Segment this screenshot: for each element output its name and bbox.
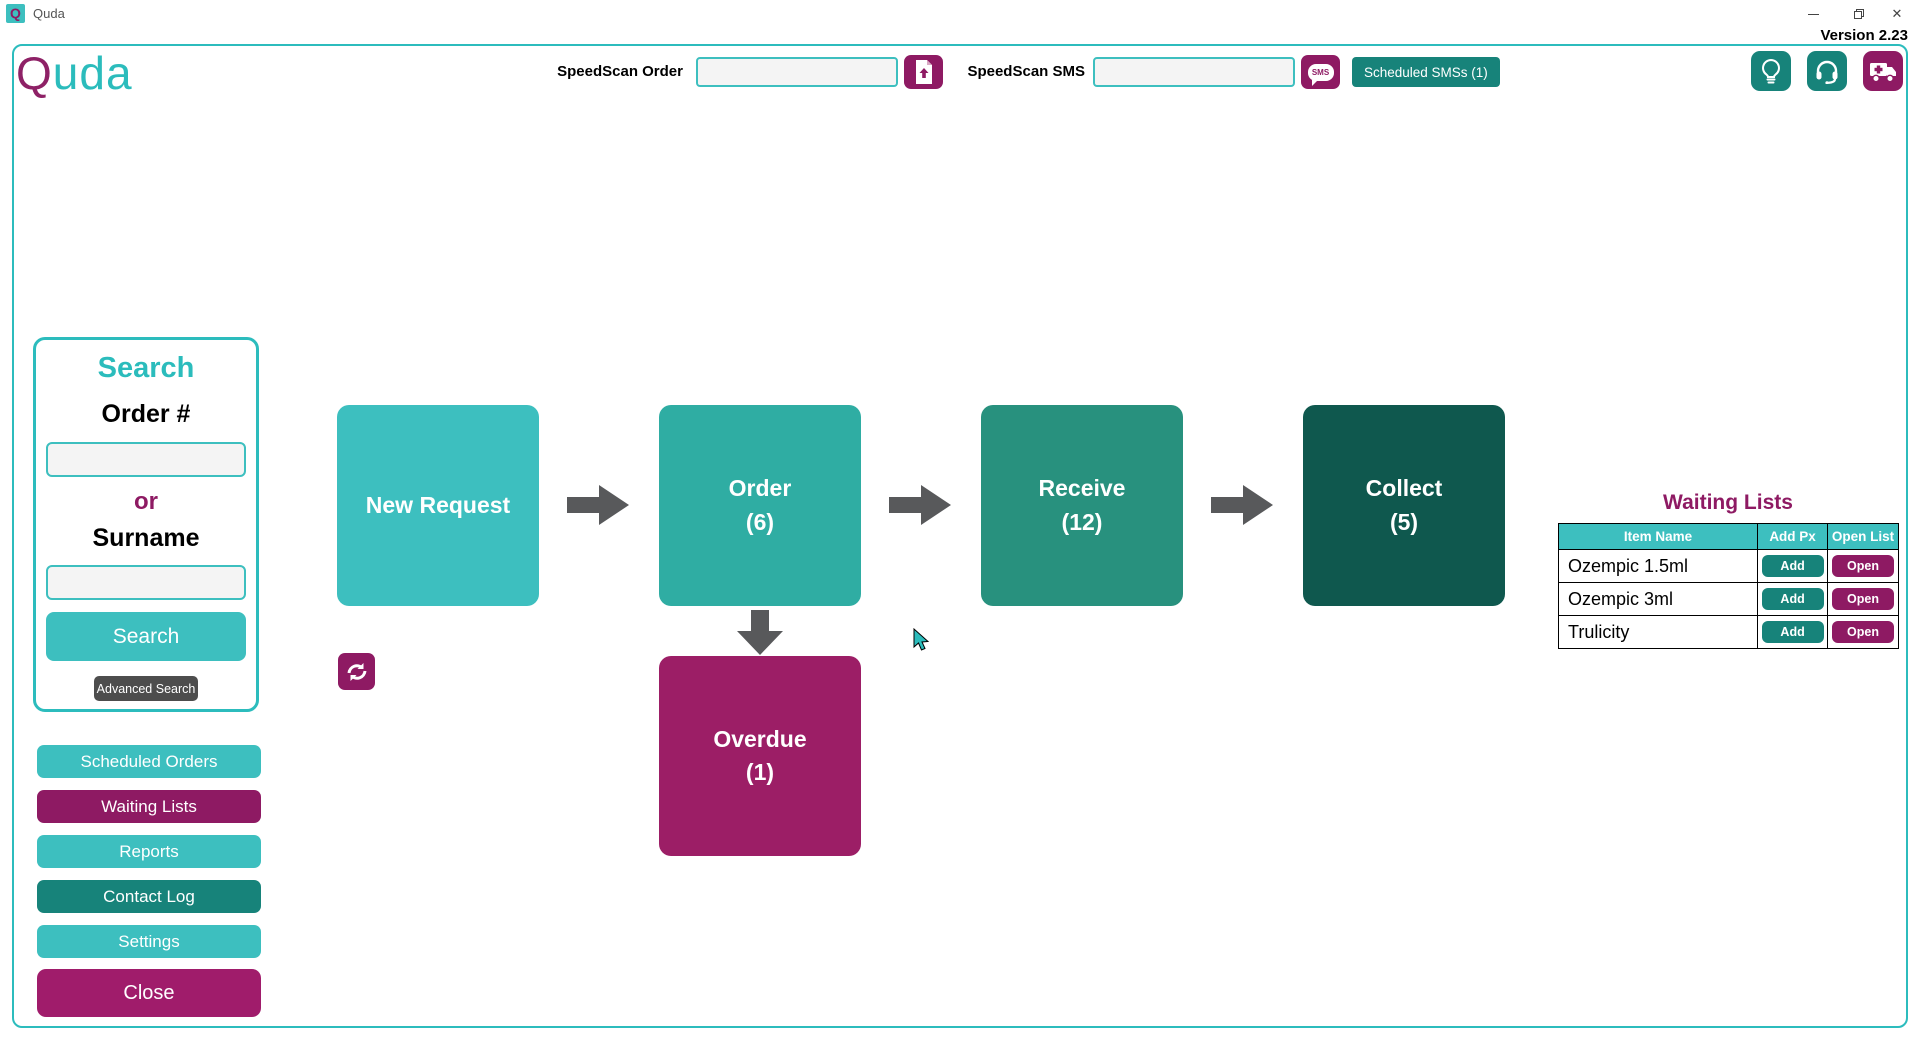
logo-q: Q	[16, 47, 53, 99]
open-list-button[interactable]: Open	[1832, 588, 1895, 610]
sidebar-item-waiting-lists[interactable]: Waiting Lists	[37, 790, 261, 823]
column-header-item-name: Item Name	[1557, 523, 1759, 550]
headset-icon	[1816, 60, 1838, 84]
flow-box-label: Receive	[1038, 475, 1126, 502]
waiting-lists-title: Waiting Lists	[1663, 491, 1793, 514]
flow-arrow-right-1	[567, 481, 629, 529]
column-header-add-px: Add Px	[1757, 523, 1829, 550]
flow-box-order[interactable]: Order (6)	[659, 405, 861, 606]
surname-input[interactable]	[46, 565, 246, 600]
flow-arrow-down	[737, 610, 783, 655]
speedscan-order-input[interactable]	[696, 57, 898, 87]
restore-button[interactable]	[1836, 0, 1882, 28]
app-icon: Q	[6, 4, 25, 23]
titlebar-title: Quda	[33, 6, 65, 21]
minimize-button[interactable]	[1790, 0, 1836, 28]
close-window-button[interactable]: ✕	[1874, 0, 1920, 28]
open-list-button[interactable]: Open	[1832, 621, 1895, 643]
flow-box-overdue[interactable]: Overdue (1)	[659, 656, 861, 856]
item-name: Ozempic 1.5ml	[1557, 549, 1759, 583]
flow-box-new-request[interactable]: New Request	[337, 405, 539, 606]
flow-box-label: Order	[728, 475, 792, 502]
table-row: Ozempic 1.5ml Add Open	[1557, 549, 1899, 583]
flow-box-label: Overdue	[713, 725, 807, 752]
table-header-row: Item Name Add Px Open List	[1557, 523, 1899, 550]
add-px-button[interactable]: Add	[1761, 588, 1824, 610]
flow-arrow-right-2	[889, 481, 951, 529]
delivery-button[interactable]	[1863, 51, 1903, 91]
close-icon: ✕	[1891, 6, 1903, 21]
add-px-button[interactable]: Add	[1761, 555, 1824, 577]
flow-box-count: (6)	[745, 508, 775, 535]
add-px-button[interactable]: Add	[1761, 621, 1824, 643]
scheduled-smss-button[interactable]: Scheduled SMSs (1)	[1352, 57, 1500, 87]
order-number-label: Order #	[101, 400, 191, 428]
item-name: Ozempic 3ml	[1557, 582, 1759, 616]
logo-rest: uda	[52, 47, 133, 99]
support-button[interactable]	[1807, 51, 1847, 91]
table-row: Trulicity Add Open	[1557, 615, 1899, 649]
sidebar-item-scheduled-orders[interactable]: Scheduled Orders	[37, 745, 261, 778]
waiting-lists-table: Item Name Add Px Open List Ozempic 1.5ml…	[1557, 523, 1899, 649]
refresh-icon	[347, 662, 366, 681]
advanced-search-button[interactable]: Advanced Search	[94, 676, 198, 701]
speedscan-sms-input[interactable]	[1093, 57, 1295, 87]
lightbulb-icon	[1762, 58, 1780, 84]
flow-box-receive[interactable]: Receive (12)	[981, 405, 1183, 606]
surname-label: Surname	[92, 524, 200, 552]
search-button[interactable]: Search	[46, 612, 246, 661]
order-number-input[interactable]	[46, 442, 246, 477]
speedscan-sms-label: SpeedScan SMS	[967, 63, 1085, 80]
item-name: Trulicity	[1557, 615, 1759, 649]
open-list-button[interactable]: Open	[1832, 555, 1895, 577]
sidebar-item-reports[interactable]: Reports	[37, 835, 261, 868]
sidebar-item-contact-log[interactable]: Contact Log	[37, 880, 261, 913]
table-row: Ozempic 3ml Add Open	[1557, 582, 1899, 616]
flow-box-label: Collect	[1365, 475, 1443, 502]
restore-icon	[1854, 9, 1864, 19]
sidebar-item-settings[interactable]: Settings	[37, 925, 261, 958]
flow-arrow-right-3	[1211, 481, 1273, 529]
flow-box-label: New Request	[365, 491, 511, 518]
app-logo: Quda	[16, 46, 133, 100]
upload-document-icon	[915, 60, 932, 84]
version-label: Version 2.23	[1820, 27, 1908, 44]
minimize-icon	[1807, 13, 1819, 15]
refresh-button[interactable]	[338, 653, 375, 690]
sidebar-item-close[interactable]: Close	[37, 969, 261, 1017]
sms-bubble-icon: SMS	[1307, 63, 1334, 86]
speedscan-order-upload-button[interactable]	[904, 55, 943, 89]
flow-box-count: (12)	[1061, 508, 1103, 535]
flow-box-collect[interactable]: Collect (5)	[1303, 405, 1505, 606]
search-panel-title: Search	[97, 352, 195, 384]
tips-button[interactable]	[1751, 51, 1791, 91]
or-label: or	[134, 488, 158, 515]
speedscan-sms-button[interactable]: SMS	[1301, 55, 1340, 89]
speedscan-order-label: SpeedScan Order	[557, 63, 683, 80]
ambulance-icon	[1870, 63, 1896, 83]
flow-box-count: (5)	[1389, 508, 1419, 535]
titlebar: Q Quda ✕	[0, 0, 1920, 28]
column-header-open-list: Open List	[1827, 523, 1899, 550]
flow-box-count: (1)	[745, 759, 775, 785]
